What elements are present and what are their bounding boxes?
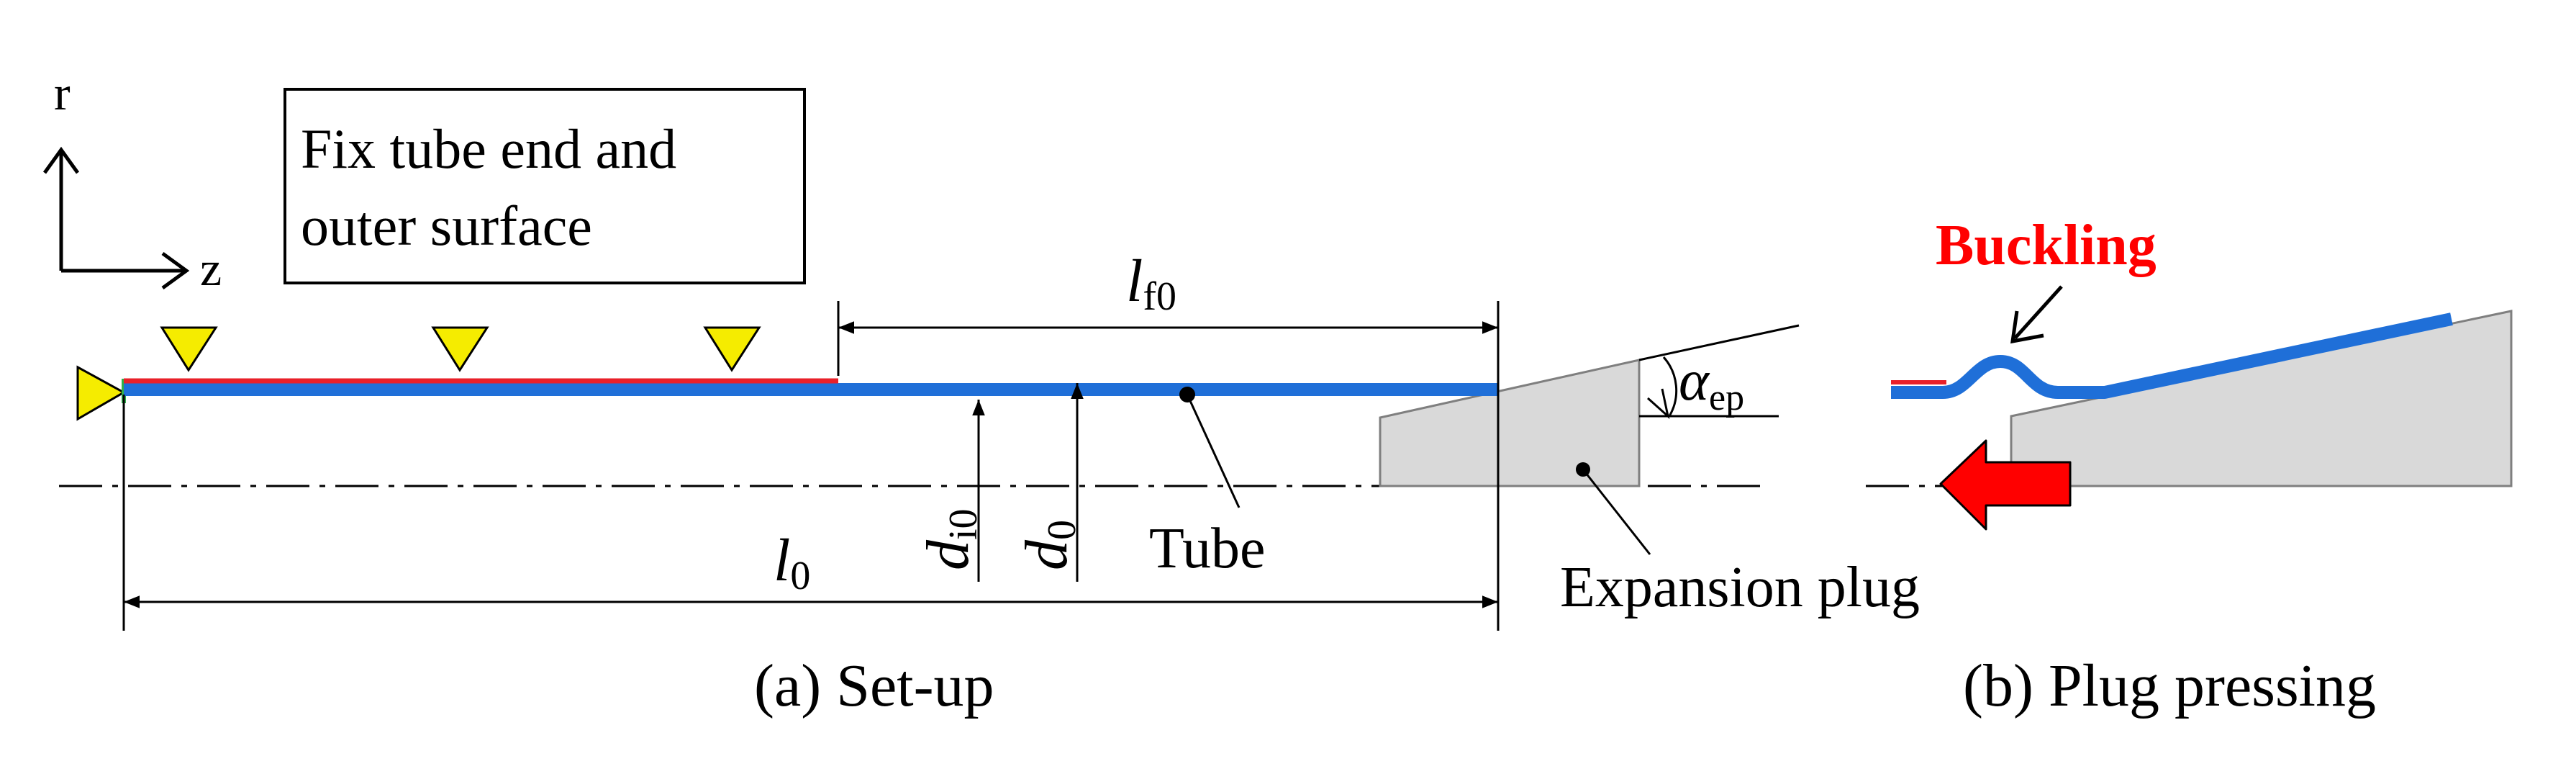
d0-subscript: 0	[1040, 520, 1084, 540]
dimension-diameters: di0 d0	[915, 383, 1084, 582]
svg-text:l0: l0	[774, 527, 810, 598]
caption-a: (a) Set-up	[754, 652, 994, 719]
fixed-condition-callout: Fix tube end and outer surface	[284, 88, 806, 284]
svg-text:lf0: lf0	[1126, 248, 1176, 319]
caption-b: (b) Plug pressing	[1963, 652, 2376, 719]
di0-symbol: d	[915, 539, 981, 570]
buckling-label: Buckling	[1936, 214, 2157, 277]
alpha-subscript: ep	[1709, 377, 1744, 418]
constraint-triangle	[703, 326, 761, 372]
l0-subscript: 0	[790, 554, 810, 598]
constraint-triangle	[431, 326, 489, 372]
expansion-plug-label: Expansion plug	[1560, 556, 1920, 619]
pressing-direction-arrow	[1939, 439, 2072, 531]
r-axis-label: r	[54, 66, 71, 120]
alpha-symbol: α	[1679, 349, 1710, 413]
lf0-symbol: l	[1126, 248, 1143, 315]
dimension-lf0: lf0	[837, 248, 1500, 631]
d0-symbol: d	[1013, 539, 1080, 570]
end-constraint-triangle	[76, 365, 127, 421]
buckling-pointer	[2010, 285, 2063, 344]
tube-label: Tube	[1149, 517, 1266, 580]
callout-line-1: Fix tube end and	[301, 117, 676, 180]
l0-symbol: l	[774, 527, 790, 594]
expansion-plug	[1379, 324, 1800, 555]
svg-text:αep: αep	[1679, 349, 1744, 418]
constraint-triangle	[160, 326, 218, 372]
svg-text:di0: di0	[915, 508, 986, 570]
dimension-l0: l0	[122, 395, 1498, 631]
di0-subscript: i0	[941, 508, 986, 540]
fixed-constraint-markers	[76, 326, 761, 421]
buckled-tube	[1891, 312, 2453, 399]
lf0-subscript: f0	[1143, 274, 1176, 319]
callout-line-2: outer surface	[301, 194, 592, 257]
coordinate-axes: r z	[42, 66, 222, 296]
tube	[124, 378, 1498, 508]
z-axis-label: z	[200, 241, 222, 296]
svg-text:d0: d0	[1013, 520, 1084, 570]
